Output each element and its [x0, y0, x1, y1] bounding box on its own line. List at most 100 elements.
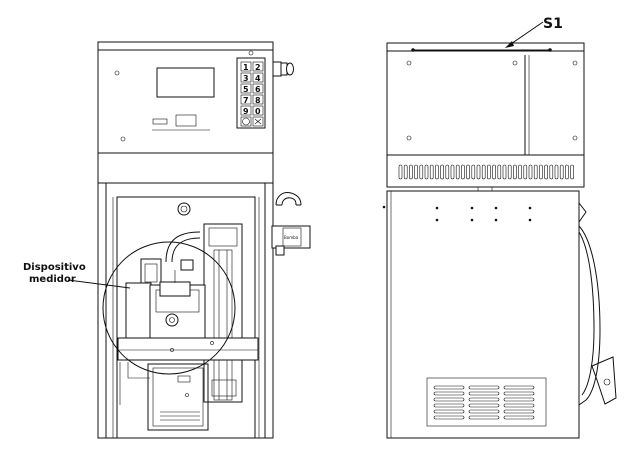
vent-slot — [497, 164, 502, 180]
keypad-frame — [236, 57, 266, 129]
vent-slot — [565, 164, 569, 180]
vent-slot — [435, 164, 439, 180]
head-lower-band — [97, 152, 274, 184]
mounting-plate — [117, 337, 259, 361]
vent-slot — [403, 164, 408, 180]
vent-slot — [466, 164, 470, 180]
side-knob — [272, 61, 294, 77]
grille-slot — [503, 409, 535, 414]
keypad-key: 9 — [243, 107, 249, 116]
bolt-icon — [177, 202, 191, 216]
grille-slot — [503, 415, 535, 420]
hose-profile — [578, 225, 601, 406]
grille-slot — [503, 385, 535, 390]
grille-slot — [468, 385, 500, 390]
pump-column — [203, 223, 243, 403]
vent-slot — [471, 164, 476, 180]
nozzle-icon — [591, 356, 617, 405]
grille-slot — [433, 391, 465, 396]
vent-slot — [549, 164, 554, 180]
screw-icon — [114, 70, 120, 76]
cabinet-opening — [116, 196, 256, 439]
vent-slot — [409, 164, 413, 180]
screw-icon — [406, 60, 412, 66]
vent-slot — [554, 164, 559, 180]
vent-slot — [440, 164, 444, 180]
screw-icon — [572, 135, 578, 141]
grille-slot — [468, 409, 500, 414]
grille-slot — [503, 403, 535, 408]
vent-slot — [461, 164, 465, 180]
keypad-key: 3 — [243, 74, 249, 83]
grille-slot — [468, 403, 500, 408]
grille-slot — [503, 391, 535, 396]
grille-slot — [468, 397, 500, 402]
bolt-icon — [165, 313, 179, 327]
vent-slot — [513, 164, 517, 180]
receipt-slot — [175, 114, 197, 127]
front-view-dispenser: 1 2 3 4 5 6 7 8 9 0 — [23, 41, 311, 439]
keypad-key: 7 — [243, 96, 249, 105]
grille-slot — [433, 415, 465, 420]
keypad-key: 2 — [255, 63, 261, 72]
screw-icon — [406, 135, 412, 141]
card-slot — [152, 118, 168, 125]
vent-slot — [523, 164, 528, 180]
keypad-key: 8 — [255, 96, 261, 105]
nozzle-holster: Bomba — [271, 192, 311, 256]
grille-slot — [433, 385, 465, 390]
grille-slot — [503, 397, 535, 402]
vent-slot — [502, 164, 507, 180]
body-screws — [382, 205, 532, 222]
vent-slots — [398, 164, 574, 180]
keypad-key: 6 — [255, 85, 261, 94]
vent-slot — [487, 164, 491, 180]
vent-slot — [429, 164, 434, 180]
vent-slot — [450, 164, 455, 180]
seal-s1-label: S1 — [543, 16, 563, 32]
vent-slot — [507, 164, 512, 180]
vent-slot — [424, 164, 429, 180]
keypad-key: 4 — [255, 74, 261, 83]
grille-slot — [433, 409, 465, 414]
vent-slot — [544, 164, 548, 180]
grille-slots — [433, 385, 535, 420]
rear-lower-body — [386, 190, 580, 439]
grille-slot — [433, 397, 465, 402]
nozzle-plate-text: Bomba — [284, 235, 299, 240]
vent-slot — [445, 164, 450, 180]
vent-slot — [539, 164, 543, 180]
highlight-circle — [102, 241, 236, 375]
screw-icon — [248, 50, 254, 56]
screw-icon — [120, 136, 126, 142]
circle-key-icon — [242, 117, 250, 126]
side-bracket — [578, 202, 587, 223]
vent-slot — [481, 164, 486, 180]
grille-slot — [468, 391, 500, 396]
metering-device-label-line2: medidor — [29, 274, 76, 285]
nozzle-plate — [271, 225, 311, 249]
vent-slot — [533, 164, 538, 180]
vent-slot — [528, 164, 533, 180]
vent-slot — [492, 164, 496, 180]
display-window — [156, 67, 215, 98]
vent-slot — [455, 164, 460, 180]
keypad-key: 0 — [255, 107, 261, 116]
vent-slot — [398, 164, 403, 180]
grille-slot — [468, 415, 500, 420]
screw-icon — [512, 60, 518, 66]
vent-slot — [476, 164, 481, 180]
vent-slot — [570, 164, 574, 180]
s1-leader-line — [507, 21, 544, 47]
vent-slot — [419, 164, 424, 180]
vent-slot — [518, 164, 522, 180]
keypad-key: 1 — [243, 63, 249, 72]
junction-box — [147, 363, 209, 431]
rear-head-housing — [386, 42, 585, 156]
keypad: 1 2 3 4 5 6 7 8 9 0 — [236, 57, 266, 129]
metering-device — [117, 258, 259, 361]
grille-slot — [433, 403, 465, 408]
vent-slot — [414, 164, 418, 180]
rear-view-dispenser: S1 — [382, 16, 617, 439]
